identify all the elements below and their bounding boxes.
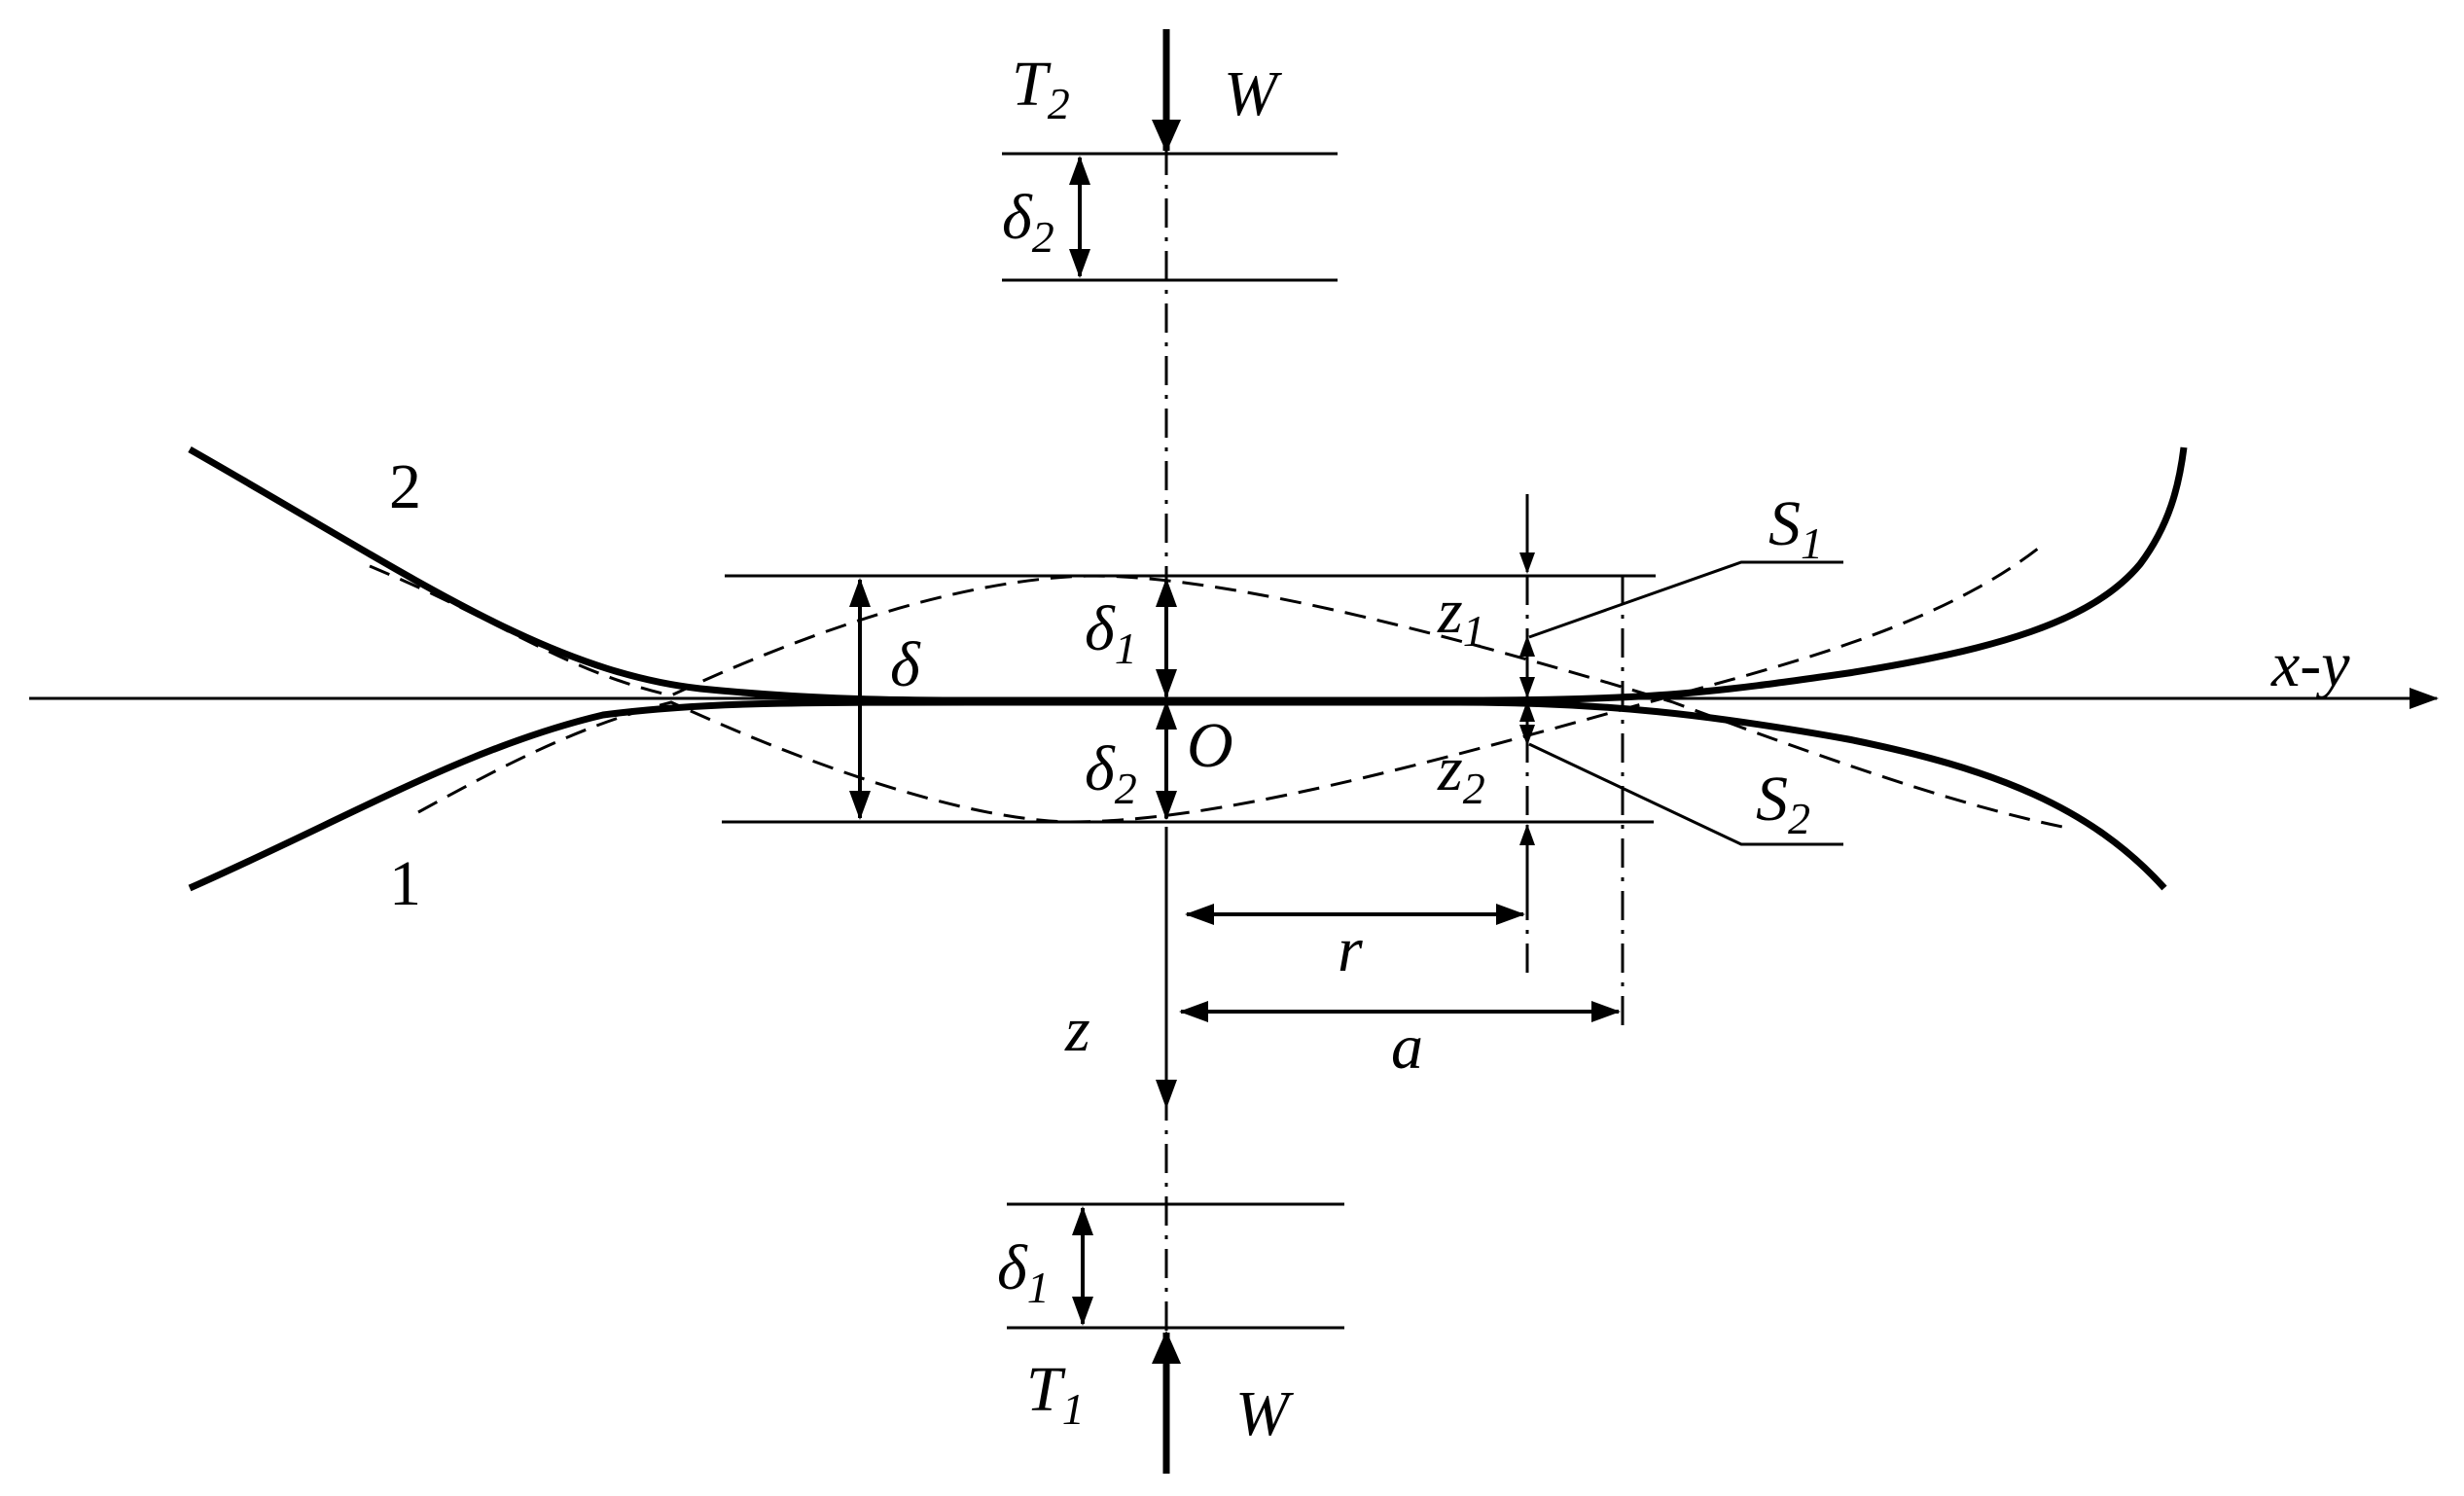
label-delta1-mid: δ1 <box>1085 593 1137 673</box>
s1-leader <box>1528 560 1843 639</box>
label-delta1-bottom: δ1 <box>997 1232 1050 1312</box>
label-s1: S1 <box>1768 488 1823 568</box>
label-w-top: W <box>1224 58 1282 129</box>
label-x-y: x-y <box>2270 629 2350 700</box>
label-w-bottom: W <box>1235 1378 1294 1449</box>
label-body-1: 1 <box>389 848 421 919</box>
label-z1: z1 <box>1437 576 1485 656</box>
label-delta: δ <box>890 629 921 700</box>
label-delta2-mid: δ2 <box>1085 733 1137 813</box>
label-s2: S2 <box>1756 764 1810 843</box>
label-body-2: 2 <box>389 451 421 522</box>
body-1-profile <box>188 698 2167 892</box>
label-a: a <box>1391 1012 1423 1083</box>
label-t2: T2 <box>1012 49 1070 128</box>
s2-leader <box>1528 742 1843 846</box>
body-2-profile <box>188 445 2188 704</box>
label-z2: z2 <box>1437 733 1485 813</box>
label-z-axis: z <box>1064 994 1090 1065</box>
label-delta2-top: δ2 <box>1002 182 1054 262</box>
label-r: r <box>1338 914 1363 985</box>
label-t1: T1 <box>1026 1354 1085 1434</box>
label-origin: O <box>1187 710 1233 781</box>
undeformed-profile-upper <box>369 564 2063 829</box>
